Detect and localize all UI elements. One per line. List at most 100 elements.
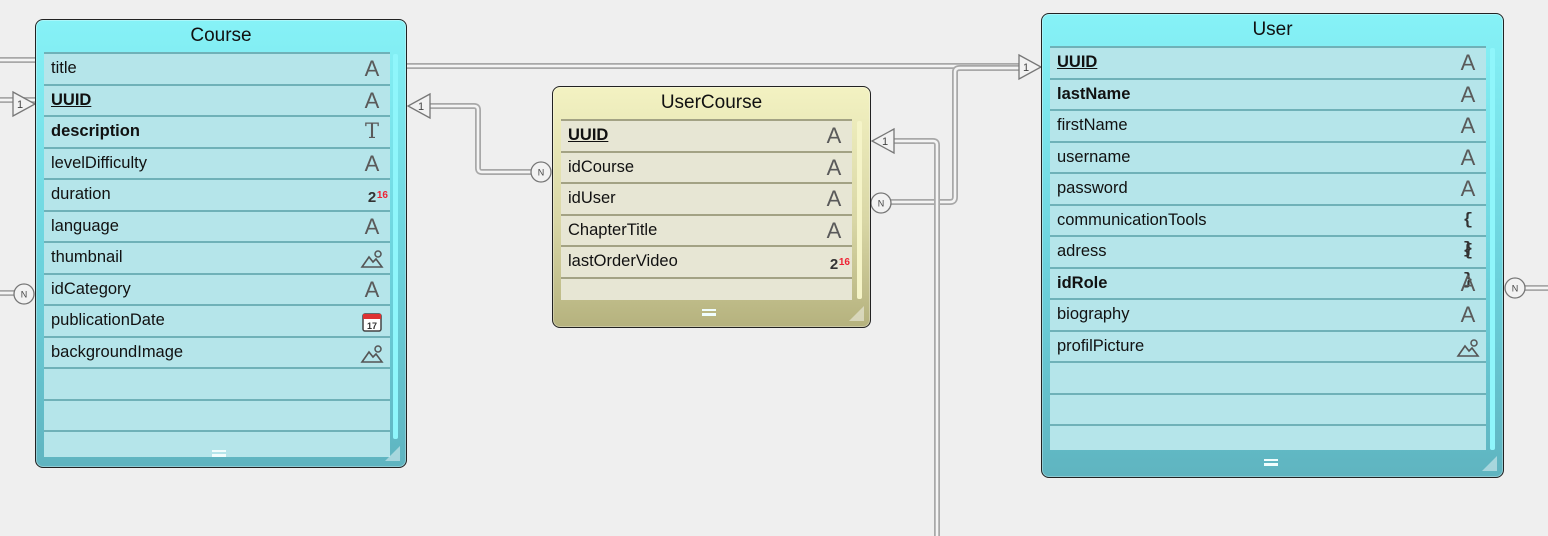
- picture-icon: [1456, 332, 1480, 361]
- field-row[interactable]: UUID A: [1050, 46, 1486, 78]
- field-row[interactable]: communicationTools { }: [1050, 203, 1486, 259]
- field-name: idUser: [568, 189, 616, 207]
- text-icon: A: [826, 123, 842, 148]
- text-icon: A: [826, 154, 842, 180]
- object-icon: { }: [1462, 210, 1474, 259]
- resize-grip-icon[interactable]: [849, 306, 864, 321]
- field-row[interactable]: profilPicture: [1050, 329, 1486, 362]
- field-row[interactable]: idRole A: [1050, 266, 1486, 299]
- empty-field-row[interactable]: [561, 276, 852, 309]
- field-name: profilPicture: [1057, 336, 1145, 355]
- field-name: backgroundImage: [51, 342, 184, 361]
- field-row[interactable]: thumbnail: [44, 241, 390, 273]
- field-name: password: [1057, 179, 1128, 197]
- field-row[interactable]: backgroundImage: [44, 335, 390, 368]
- table-title: User: [1252, 19, 1293, 40]
- relation-many-label: N: [21, 290, 28, 300]
- empty-field-row[interactable]: [1050, 424, 1486, 456]
- text-icon: A: [364, 56, 380, 81]
- text-icon: A: [1460, 302, 1476, 327]
- relation-one-label: 1: [418, 101, 424, 113]
- field-name: duration: [51, 185, 111, 203]
- scrollbar[interactable]: [857, 121, 862, 299]
- svg-text:17: 17: [367, 321, 377, 331]
- drag-handle-icon[interactable]: [702, 309, 716, 316]
- field-name: UUID: [1057, 53, 1098, 71]
- empty-field-row[interactable]: [1050, 392, 1486, 425]
- field-name: biography: [1057, 305, 1130, 323]
- field-name: idCategory: [51, 279, 131, 298]
- field-name: ChapterTitle: [568, 220, 658, 239]
- field-name: username: [1057, 147, 1131, 166]
- scrollbar[interactable]: [393, 54, 398, 439]
- text-icon: A: [1460, 176, 1476, 201]
- field-row[interactable]: lastName A: [1050, 77, 1486, 110]
- field-row[interactable]: publicationDate 17: [44, 304, 390, 336]
- field-name: description: [51, 122, 140, 140]
- drag-handle-icon[interactable]: [1264, 459, 1278, 466]
- field-name: lastName: [1057, 84, 1131, 103]
- date-icon: 17: [360, 306, 384, 335]
- text-icon: A: [1460, 50, 1476, 75]
- field-name: idRole: [1057, 273, 1108, 292]
- relation-one-label: 1: [17, 99, 23, 111]
- relation-many-marker-icon: [1504, 277, 1526, 299]
- relation-one-label: 1: [882, 136, 888, 148]
- field-name: publicationDate: [51, 311, 165, 329]
- field-row[interactable]: password A: [1050, 172, 1486, 204]
- relation-one-label: 1: [1023, 62, 1029, 74]
- empty-field-row[interactable]: [44, 398, 390, 431]
- scrollbar[interactable]: [1490, 48, 1495, 450]
- relation-one-marker-icon: [12, 90, 37, 118]
- field-row[interactable]: idUser A: [561, 182, 852, 214]
- resize-grip-icon[interactable]: [1482, 456, 1497, 471]
- empty-field-row[interactable]: [1050, 361, 1486, 393]
- text-icon: A: [1460, 270, 1476, 296]
- field-name: thumbnail: [51, 248, 123, 266]
- empty-field-row[interactable]: [44, 430, 390, 462]
- field-row[interactable]: biography A: [1050, 298, 1486, 330]
- relation-one-marker-icon: [1018, 53, 1043, 81]
- picture-icon: [360, 338, 384, 367]
- field-name: communicationTools: [1057, 210, 1207, 229]
- drag-handle-icon[interactable]: [212, 450, 226, 457]
- relation-many-marker-icon: [530, 161, 552, 183]
- relation-many-marker-icon: [870, 192, 892, 214]
- text-icon: A: [826, 186, 842, 211]
- relation-many-marker-icon: [13, 283, 35, 305]
- resize-grip-icon[interactable]: [385, 446, 400, 461]
- field-row[interactable]: adress{ }: [1050, 235, 1486, 290]
- table-title: Course: [190, 25, 252, 46]
- table-title: UserCourse: [660, 92, 763, 113]
- field-name: firstName: [1057, 116, 1128, 134]
- text-icon: A: [364, 87, 380, 113]
- field-name: adress: [1057, 242, 1107, 260]
- field-row[interactable]: UUID A: [561, 119, 852, 151]
- field-name: language: [51, 216, 119, 235]
- field-name: UUID: [568, 126, 609, 144]
- relation-many-label: N: [1512, 284, 1519, 294]
- empty-field-row[interactable]: [44, 367, 390, 399]
- text-icon: A: [1460, 81, 1476, 107]
- relation-line: [418, 103, 541, 175]
